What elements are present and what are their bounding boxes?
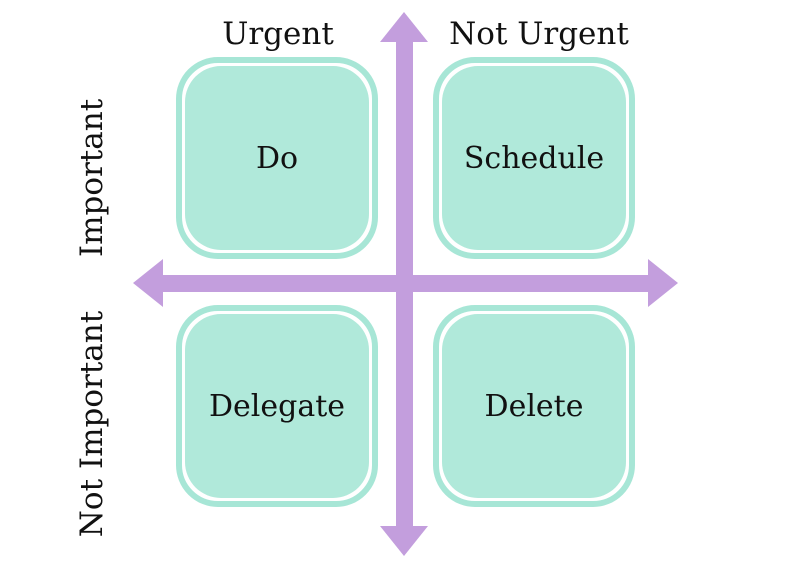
- quadrant-delete: Delete: [433, 305, 635, 507]
- quadrant-do-label: Do: [185, 66, 369, 250]
- vertical-axis-arrowhead-top: [380, 12, 428, 42]
- row-label-important: Important: [74, 98, 110, 258]
- horizontal-axis-arrowhead-left: [133, 259, 163, 307]
- horizontal-axis-arrowhead-right: [648, 259, 678, 307]
- quadrant-delegate-label: Delegate: [185, 314, 369, 498]
- horizontal-axis-arrow: [133, 259, 678, 307]
- quadrant-delete-label: Delete: [442, 314, 626, 498]
- quadrant-delegate: Delegate: [176, 305, 378, 507]
- column-label-urgent: Urgent: [222, 16, 334, 52]
- column-label-not-urgent: Not Urgent: [449, 16, 629, 52]
- vertical-axis-arrowhead-bottom: [380, 526, 428, 556]
- horizontal-axis-shaft: [160, 275, 650, 292]
- row-label-not-important: Not Important: [74, 310, 110, 538]
- quadrant-do: Do: [176, 57, 378, 259]
- quadrant-schedule-label: Schedule: [442, 66, 626, 250]
- quadrant-schedule: Schedule: [433, 57, 635, 259]
